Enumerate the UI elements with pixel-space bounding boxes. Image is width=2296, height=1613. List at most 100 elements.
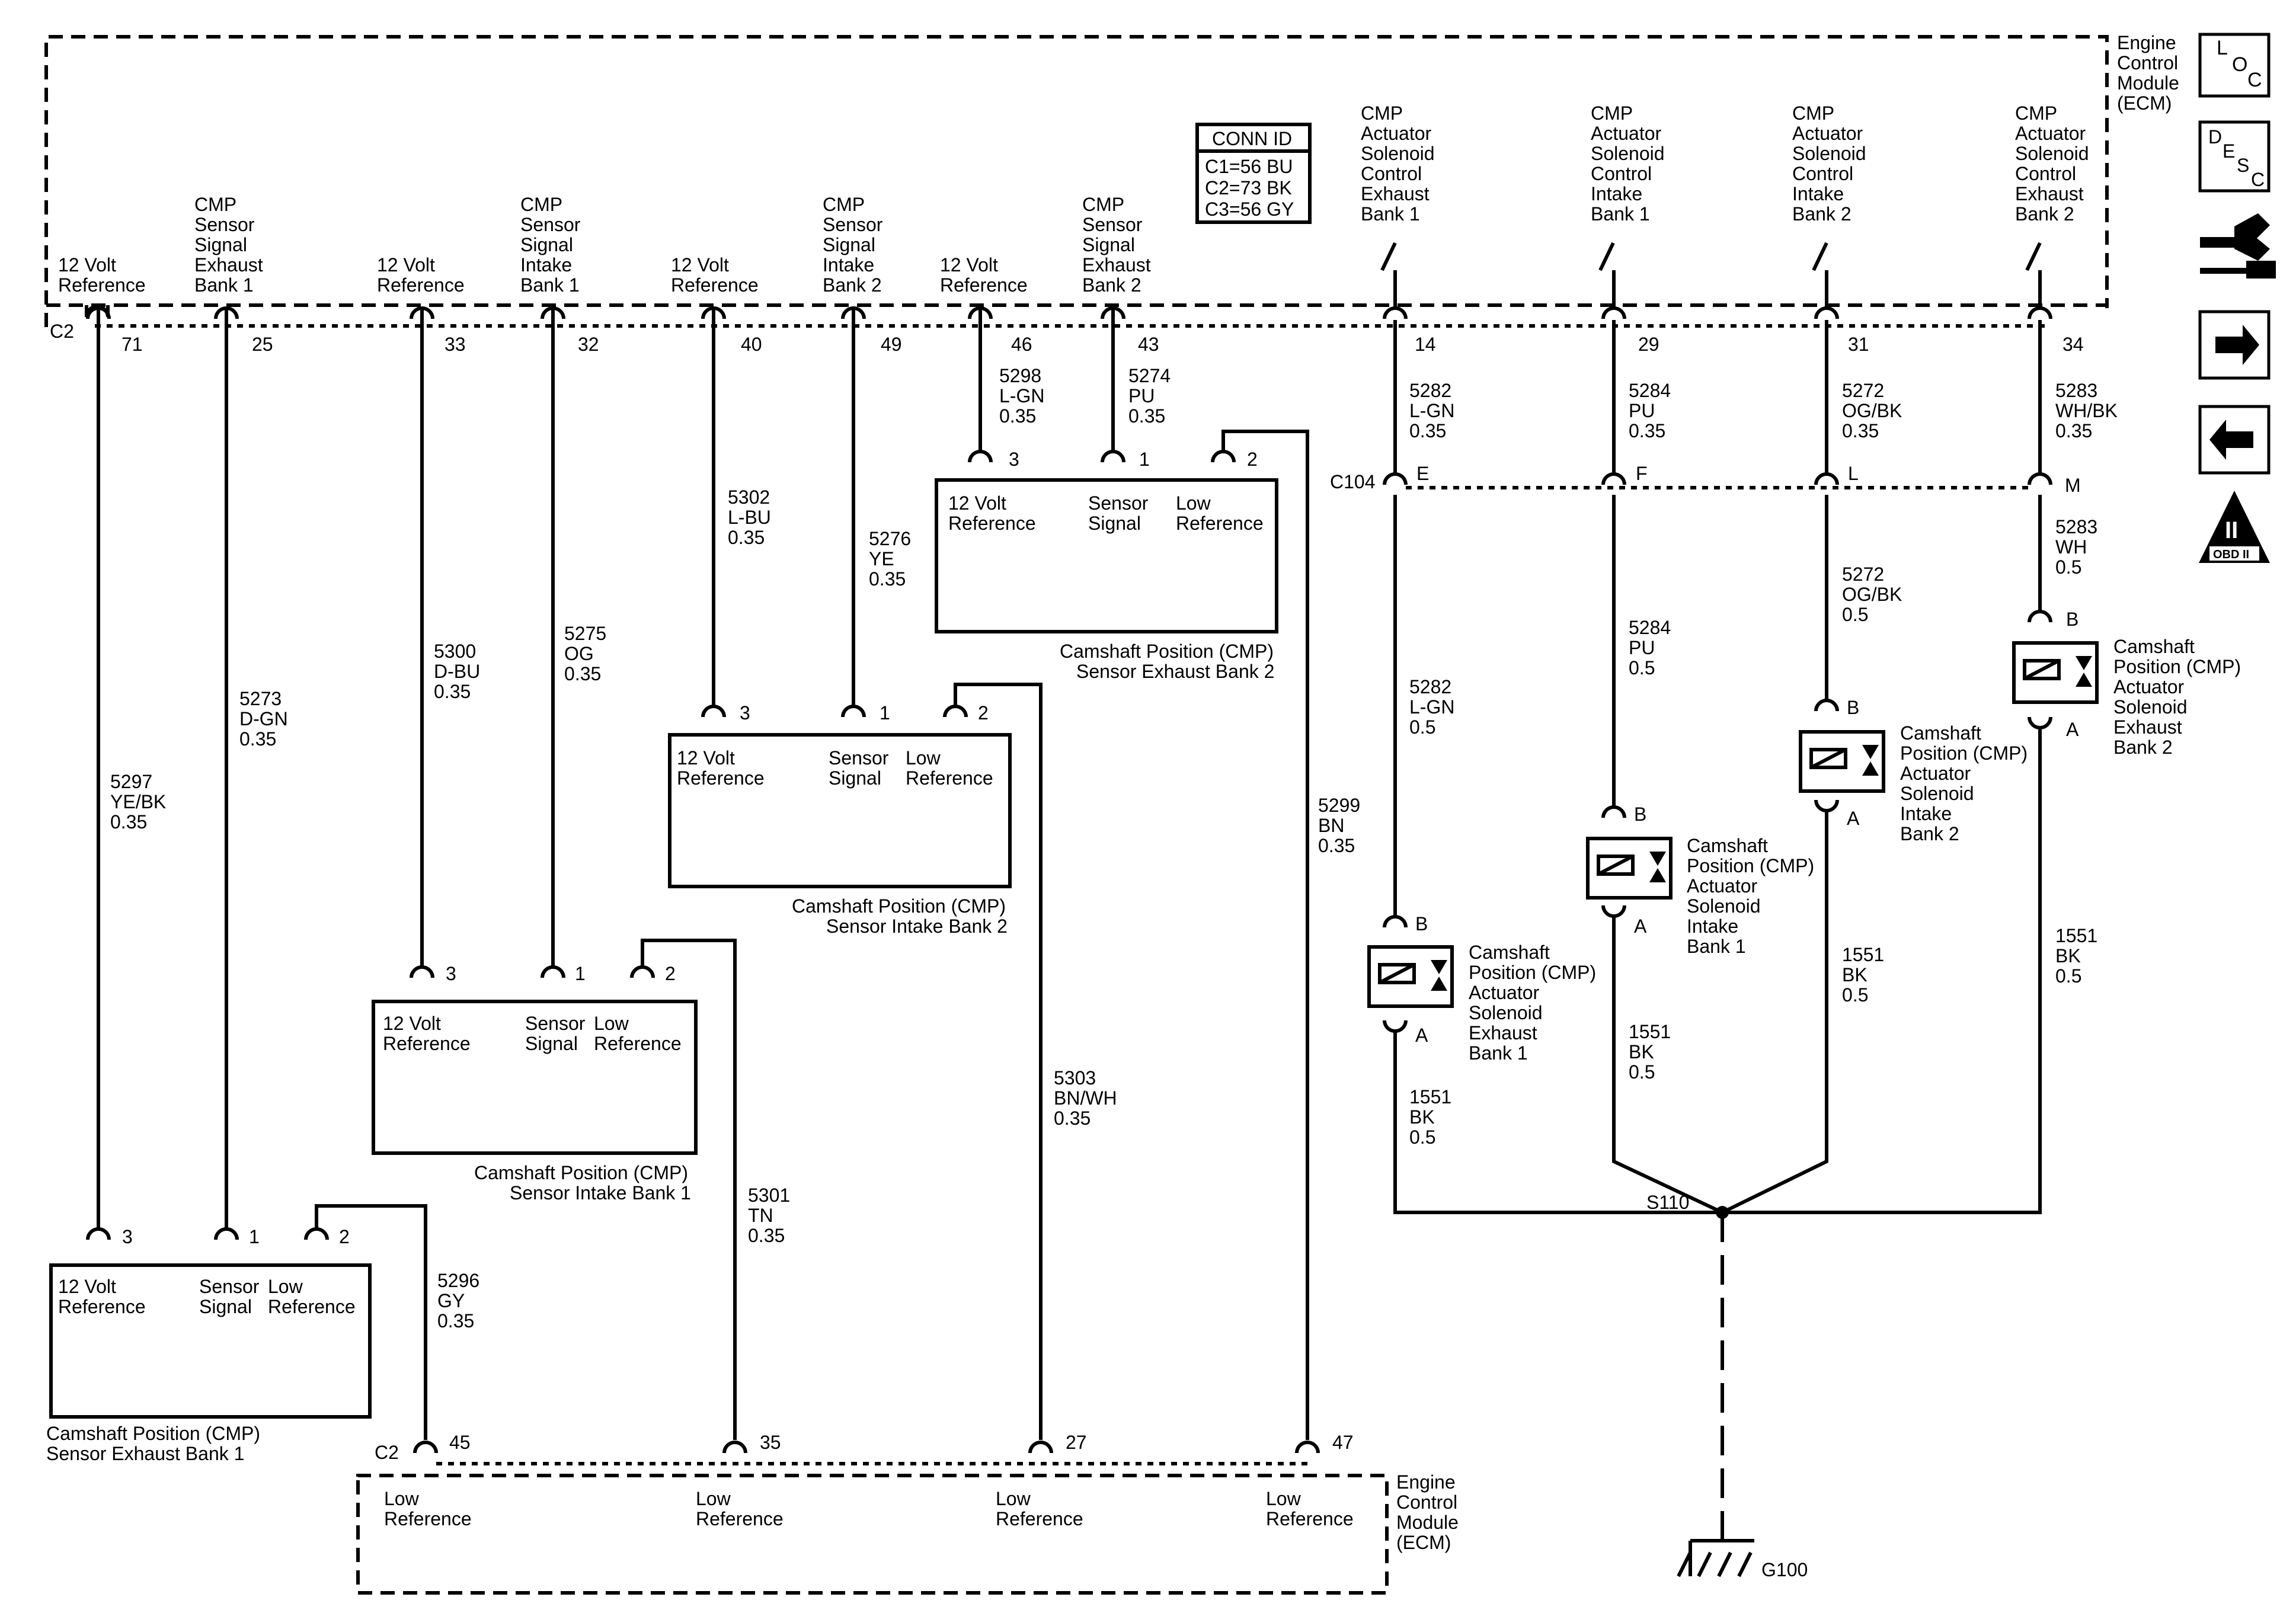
wire-label-2-2: 0.35	[434, 681, 471, 702]
wire-label-8-2: 0.35	[437, 1310, 474, 1332]
aib1-caption-5: Intake	[1687, 916, 1738, 937]
wire-label-23-1: BK	[2055, 945, 2081, 966]
wire-label-11-2: 0.35	[1318, 835, 1355, 856]
aib1-caption-6: Bank 1	[1687, 936, 1746, 957]
ecm-top-module: Engine Control Module (ECM)	[44, 32, 2179, 327]
pin-31-name-5: Intake	[1792, 183, 1844, 204]
wire-label-6-0: 5298	[999, 365, 1041, 386]
ecm-top-title-4: (ECM)	[2117, 92, 2172, 114]
seb2-pin1-label-2: Signal	[1088, 513, 1141, 534]
sib2-pin2-label-1: Low	[906, 747, 941, 769]
wire-label-5-2: 0.35	[869, 568, 906, 590]
actuator-exhaust-bank-2: B A Camshaft Position (CMP) Actuator Sol…	[2012, 609, 2241, 758]
wire-label-20-1: BK	[1409, 1106, 1435, 1128]
pin-34-name-6: Bank 2	[2015, 203, 2074, 225]
harness-icon[interactable]	[2200, 213, 2276, 279]
actuator-intake-bank-1: B A Camshaft Position (CMP) Actuator Sol…	[1586, 804, 1814, 957]
pin-43-name-1: CMP	[1082, 194, 1124, 215]
pin-45-name-1: Low	[384, 1488, 420, 1509]
aib1-pin-a: A	[1634, 916, 1647, 937]
sib2-pin1-number: 1	[880, 702, 890, 724]
obd-ii-roman: II	[2225, 517, 2238, 543]
sib1-pin3-number: 3	[446, 963, 456, 984]
ecm-top-title-3: Module	[2117, 72, 2179, 94]
pin-number-49: 49	[881, 334, 902, 355]
pin-32-name-2: Sensor	[520, 214, 581, 235]
pin-32-name-4: Intake	[520, 254, 572, 276]
wire-label-1-0: 5273	[239, 688, 282, 709]
wire-label-12-0: 5282	[1409, 380, 1451, 401]
aib1-caption-1: Camshaft	[1687, 835, 1768, 856]
pin-32-name-1: CMP	[520, 194, 562, 215]
obd-ii-caption: OBD II	[2213, 548, 2249, 561]
wire-label-16-0: 5282	[1409, 676, 1451, 697]
pin-number-14: 14	[1415, 334, 1436, 355]
pin-29-name-2: Actuator	[1591, 123, 1662, 144]
wire-label-2-0: 5300	[434, 641, 476, 662]
sensor-intake-bank-1: 12 Volt Reference Sensor Signal Low Refe…	[372, 963, 698, 1204]
seb2-caption-1: Camshaft Position (CMP)	[1060, 641, 1274, 662]
wire-label-14-2: 0.35	[1842, 420, 1879, 441]
seb1-pin1-label-1: Sensor	[199, 1276, 260, 1297]
sib1-pin1-label-2: Signal	[525, 1033, 578, 1054]
c104-connector: C104 E F L M	[1330, 463, 2081, 496]
wire-label-7-0: 5274	[1128, 365, 1171, 386]
pin-40-name-2: Reference	[671, 274, 759, 296]
c104-pin-e: E	[1416, 463, 1429, 484]
wire-label-4-2: 0.35	[728, 527, 765, 548]
ecm-top-pin-names: 12 Volt Reference CMP Sensor Signal Exha…	[58, 103, 2089, 296]
pin-number-33: 33	[445, 334, 466, 355]
sib2-pin3-number: 3	[740, 702, 750, 724]
wire-label-16-2: 0.5	[1409, 716, 1435, 738]
desc-icon[interactable]: D E S C	[2198, 120, 2271, 193]
aeb1-caption-5: Exhaust	[1469, 1022, 1537, 1044]
sensor-exhaust-bank-2: 12 Volt Reference Sensor Signal Low Refe…	[935, 449, 1278, 682]
ecm-bottom-module: C2 45 35 27 47 Low Reference Low Referen…	[356, 1432, 1459, 1595]
wire-label-3-1: OG	[564, 643, 594, 664]
pin-32-name-5: Bank 1	[520, 274, 580, 296]
aeb1-caption-2: Position (CMP)	[1469, 962, 1596, 983]
seb2-pin3-number: 3	[1009, 449, 1019, 470]
pin-49-name-5: Bank 2	[823, 274, 882, 296]
aib2-caption-5: Intake	[1900, 803, 1952, 824]
seb1-pin2-label-1: Low	[268, 1276, 303, 1297]
pin-number-31: 31	[1848, 334, 1869, 355]
wire-label-7-2: 0.35	[1128, 405, 1165, 427]
loc-letter-c: C	[2247, 69, 2262, 91]
pin-33-name-1: 12 Volt	[377, 254, 435, 276]
pin-43-name-3: Signal	[1082, 234, 1135, 255]
seb2-pin2-label-1: Low	[1176, 492, 1211, 514]
seb1-caption-2: Sensor Exhaust Bank 1	[46, 1443, 244, 1464]
pin-14-name-4: Control	[1361, 163, 1422, 184]
c104-pin-m: M	[2065, 475, 2081, 496]
wire-label-15-2: 0.35	[2055, 420, 2092, 441]
pin-number-34: 34	[2062, 334, 2084, 355]
ecm-bottom-title-2: Control	[1396, 1492, 1457, 1513]
ground-g100-label: G100	[1761, 1559, 1808, 1580]
sib1-pin3-label-2: Reference	[383, 1033, 471, 1054]
conn-id-title: CONN ID	[1212, 128, 1292, 149]
forward-arrow-icon[interactable]	[2198, 310, 2271, 380]
pin-34-name-3: Solenoid	[2015, 143, 2089, 164]
wire-label-21-2: 0.5	[1629, 1061, 1655, 1083]
aib2-caption-6: Bank 2	[1900, 823, 1959, 844]
back-arrow-icon[interactable]	[2198, 405, 2271, 475]
pin-29-name-3: Solenoid	[1591, 143, 1665, 164]
wire-label-10-2: 0.35	[1054, 1108, 1091, 1129]
pin-40-name-1: 12 Volt	[671, 254, 729, 276]
wire-label-18-1: OG/BK	[1842, 584, 1902, 605]
wire-label-17-0: 5284	[1629, 617, 1671, 638]
pin-31-name-2: Actuator	[1792, 123, 1863, 144]
wire-label-11-1: BN	[1318, 815, 1344, 836]
obd-ii-icon[interactable]: II OBD II	[2199, 491, 2270, 563]
loc-icon[interactable]: L O C	[2198, 33, 2271, 98]
wire-label-18-0: 5272	[1842, 564, 1884, 585]
wire-label-6-1: L-GN	[999, 385, 1044, 407]
conn-id-row-3: C3=56 GY	[1205, 199, 1294, 220]
aeb1-caption-3: Actuator	[1469, 982, 1540, 1003]
aib2-caption-3: Actuator	[1900, 763, 1971, 784]
ecm-bottom-title-1: Engine	[1396, 1471, 1456, 1493]
c2-top-connector-label: C2	[50, 321, 74, 342]
